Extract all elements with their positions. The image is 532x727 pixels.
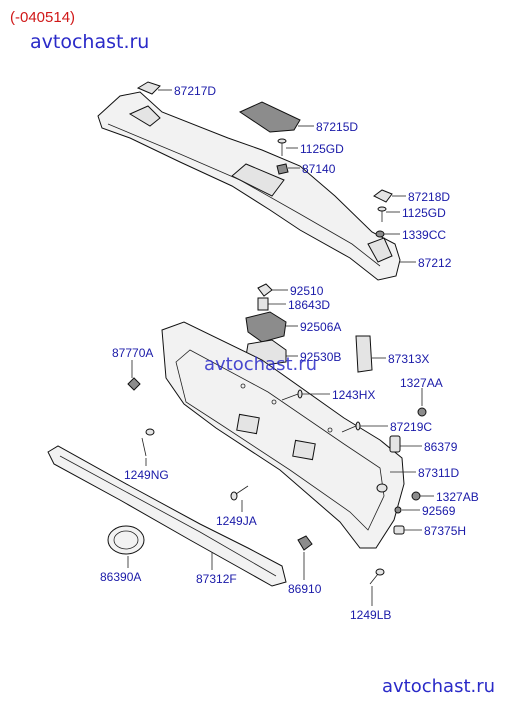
label-87312F[interactable]: 87312F (196, 572, 237, 586)
label-87140[interactable]: 87140 (302, 162, 336, 176)
site-watermark-center: avtochast.ru (204, 354, 317, 375)
label-1243HX[interactable]: 1243HX (332, 388, 375, 402)
pad-87375H (393, 525, 405, 535)
clip-92569 (394, 506, 402, 514)
screw-1249NG (141, 428, 155, 457)
label-1125GD-b[interactable]: 1125GD (402, 206, 446, 220)
label-87215D[interactable]: 87215D (316, 120, 358, 134)
label-87212[interactable]: 87212 (418, 256, 452, 270)
leader-lines (127, 89, 434, 606)
label-1339CC[interactable]: 1339CC (402, 228, 446, 242)
grommet-87770A (127, 377, 141, 391)
part-labels: 87217D 87215D 1125GD 87140 87218D 1125GD… (100, 84, 479, 622)
moulding-87312F (47, 445, 287, 587)
label-92530B[interactable]: 92530B (300, 350, 341, 364)
screw-1125GD-a (277, 138, 287, 156)
nut-1339CC (375, 230, 385, 238)
bolt-92510 (257, 283, 273, 297)
lamp-92506A (245, 311, 287, 343)
label-87313X[interactable]: 87313X (388, 352, 429, 366)
label-18643D[interactable]: 18643D (288, 298, 330, 312)
label-1327AB[interactable]: 1327AB (436, 490, 479, 504)
license-garnish-87311D (161, 321, 405, 549)
screw-1249LB (369, 568, 385, 585)
upper-garnish-87212 (97, 91, 401, 281)
label-1327AA[interactable]: 1327AA (400, 376, 443, 390)
catalog-code: (-040514) (10, 9, 75, 26)
label-1249JA[interactable]: 1249JA (216, 514, 257, 528)
label-87218D[interactable]: 87218D (408, 190, 450, 204)
nut-1327AA (417, 407, 427, 417)
pad-87218D (373, 189, 393, 203)
clip-86910 (297, 535, 313, 551)
socket-18643D (257, 297, 269, 311)
label-87217D[interactable]: 87217D (174, 84, 216, 98)
screw-1249JA (230, 485, 249, 501)
label-92510[interactable]: 92510 (290, 284, 324, 298)
site-watermark-bottom: avtochast.ru (382, 676, 495, 697)
tape-87313X (355, 335, 373, 373)
nut-1327AB (411, 491, 421, 501)
emblem-86390A (107, 525, 145, 555)
screw-1125GD-b (377, 206, 387, 222)
label-1249LB[interactable]: 1249LB (350, 608, 391, 622)
pad-87217D (136, 81, 161, 95)
site-watermark-top: avtochast.ru (30, 31, 149, 53)
label-86390A[interactable]: 86390A (100, 570, 141, 584)
label-92569[interactable]: 92569 (422, 504, 456, 518)
label-86379[interactable]: 86379 (424, 440, 458, 454)
label-1125GD-a[interactable]: 1125GD (300, 142, 344, 156)
pad-86379 (389, 435, 401, 453)
label-87770A[interactable]: 87770A (112, 346, 153, 360)
label-92506A[interactable]: 92506A (300, 320, 341, 334)
label-87219C[interactable]: 87219C (390, 420, 432, 434)
label-87375H[interactable]: 87375H (424, 524, 466, 538)
pad-87215D (238, 101, 301, 133)
clip-87140 (276, 163, 289, 175)
label-86910[interactable]: 86910 (288, 582, 322, 596)
label-87311D[interactable]: 87311D (418, 466, 459, 480)
label-1249NG[interactable]: 1249NG (124, 468, 169, 482)
